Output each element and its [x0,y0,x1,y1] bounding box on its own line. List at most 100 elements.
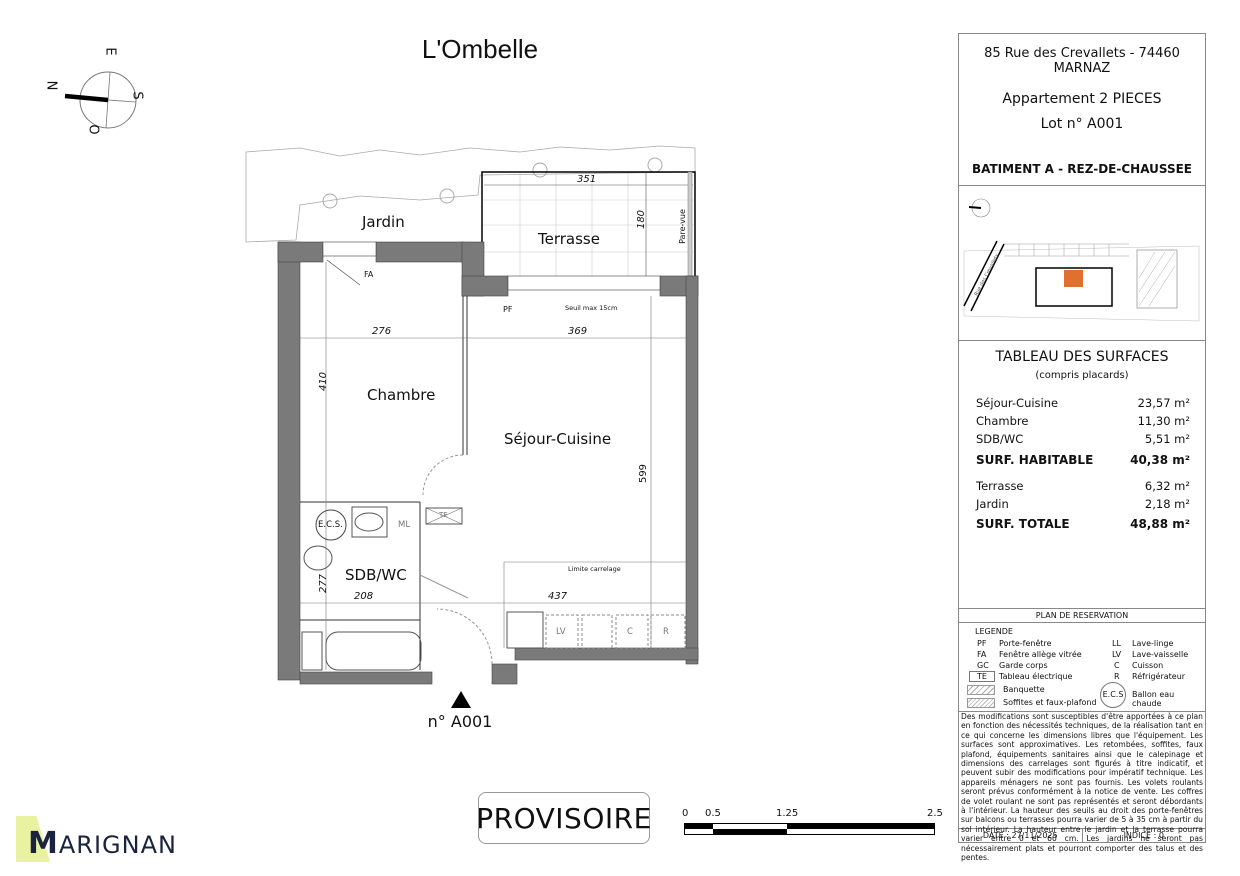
scale-tick-0: 0 [682,808,689,819]
compass-north-label: N [43,80,59,91]
dim-sdb-depth: 277 [318,573,330,594]
legend-label: Lave-linge [1132,639,1174,648]
lot-number: Lot n° A001 [1040,116,1124,132]
entrance-arrow-icon [451,691,471,708]
surface-table-title: TABLEAU DES SURFACES [995,349,1169,365]
surface-table: TABLEAU DES SURFACES (compris placards) … [959,341,1205,609]
legend-label: Lave-vaisselle [1132,650,1189,659]
surface-label: Terrasse [976,479,1024,493]
annotation-lv: LV [556,627,566,637]
compass-west-label: O [85,124,101,135]
legend-code: C [1114,661,1120,670]
annotation-ecs: E.C.S. [318,520,343,530]
dim-chambre-depth: 410 [318,371,330,392]
legend-code: LL [1112,639,1121,648]
project-title: L'Ombelle [421,34,539,64]
legend-code: GC [977,661,989,670]
building-level: BATIMENT A - REZ-DE-CHAUSSEE [971,162,1193,176]
dim-sdb-width: 208 [354,591,374,602]
title-block-header: 85 Rue des Crevallets - 74460 MARNAZ App… [959,34,1205,186]
legend-label: Réfrigérateur [1132,672,1186,681]
compass-south-label: S [129,91,145,100]
apartment-type: Appartement 2 PIECES [1002,91,1162,107]
scale-tick-2-5: 2.5 [927,808,943,819]
legend-label: Banquette [1003,685,1045,694]
logo-text: ARIGNAN [58,831,177,859]
annotation-pare-vue: Pare-vue [677,209,687,244]
floor-plan-drawing [245,145,699,685]
room-label-sdb-wc: SDB/WC [345,566,407,584]
surface-row: Séjour-Cuisine 23,57 m² [976,396,1190,410]
surface-row: Terrasse 6,32 m² [976,479,1190,493]
legend-code: FA [977,650,987,659]
compass-rose: N E S O [40,40,160,150]
annotation-pf: PF [503,305,513,314]
dim-chambre-width: 276 [372,326,392,337]
room-label-terrasse: Terrasse [538,230,600,248]
address: 85 Rue des Crevallets - 74460 MARNAZ [984,46,1180,76]
legend-label: Cuisson [1132,661,1164,670]
disclaimer: Des modifications sont susceptibles d'êt… [959,712,1205,863]
marignan-logo: MARIGNAN [14,816,194,862]
annotation-limite-carrelage: Limite carrelage [568,565,621,573]
surface-label: Séjour-Cuisine [976,396,1059,410]
soffites-hatch-icon [967,698,995,708]
scale-bar: 0 0.5 1.25 2.5 [680,808,945,838]
banquette-hatch-icon [967,685,995,695]
dim-sejour-width: 369 [568,326,588,337]
ecs-symbol-icon: E.C.S [1100,682,1126,708]
entrance-lot-label: n° A001 [427,712,493,731]
title-block: 85 Rue des Crevallets - 74460 MARNAZ App… [958,33,1206,863]
room-label-chambre: Chambre [367,386,436,404]
surface-row: Jardin 2,18 m² [976,497,1190,511]
lot-highlight [1064,270,1083,287]
scale-tick-1-25: 1.25 [776,808,799,819]
legend-te-symbol: TE [969,671,995,682]
title-block-footer: DATE : 27/11/2025 INDICE : 0 [959,829,1205,843]
legend-label: Garde corps [999,661,1048,670]
site-plan-drawing: Rue des Crevallets [963,198,1200,322]
plan-date: DATE : 27/11/2025 [959,829,1083,842]
surface-value: 6,32 m² [1144,479,1190,493]
surface-total-value: 48,88 m² [1130,517,1190,531]
annotation-c: C [627,627,633,637]
surface-row: Chambre 11,30 m² [976,414,1190,428]
legend: LEGENDE PF Porte-fenêtre FA Fenêtre allè… [959,623,1205,712]
room-label-sejour-cuisine: Séjour-Cuisine [504,430,612,448]
dim-sejour-depth: 599 [638,463,650,484]
surface-row: SDB/WC 5,51 m² [976,432,1190,446]
floor-plan: Jardin Terrasse Chambre Séjour-Cuisine S… [240,140,710,740]
dim-terrasse-width: 351 [577,174,597,185]
surface-table-subtitle: (compris placards) [1035,370,1129,381]
surface-value: 11,30 m² [1137,414,1190,428]
legend-code: LV [1112,650,1122,659]
dim-entry-width: 437 [548,591,568,602]
surface-label: Jardin [976,497,1009,511]
compass-east-label: E [102,47,118,56]
logo-mark: M [28,826,59,861]
provisoire-stamp: PROVISOIRE [476,792,651,844]
legend-label: Fenêtre allège vitrée [999,650,1082,659]
scale-tick-0-5: 0.5 [705,808,721,819]
room-label-jardin: Jardin [362,213,405,231]
surface-label: SDB/WC [976,432,1024,446]
surface-total-row: SURF. TOTALE 48,88 m² [976,517,1190,531]
dim-terrasse-depth: 180 [636,209,648,230]
reservation-plan-title: PLAN DE RESERVATION [959,609,1205,623]
surface-value: 2,18 m² [1144,497,1190,511]
scale-bar-graphic [684,823,935,835]
annotation-r: R [663,627,669,637]
legend-label: Porte-fenêtre [999,639,1052,648]
legend-title: LEGENDE [975,627,1013,636]
plan-index: INDICE : 0 [1123,831,1164,840]
surface-habitable-row: SURF. HABITABLE 40,38 m² [976,453,1190,467]
site-plan: Rue des Crevallets [959,186,1205,341]
compass-icon [64,71,137,129]
annotation-fa: FA [364,270,374,279]
surface-total-label: SURF. TOTALE [976,517,1070,531]
legend-label: Tableau électrique [999,672,1073,681]
legend-label: Soffites et faux-plafond [1003,698,1097,707]
legend-code: PF [977,639,987,648]
legend-label: Ballon eau chaude [1132,690,1175,708]
surface-value: 23,57 m² [1137,396,1190,410]
